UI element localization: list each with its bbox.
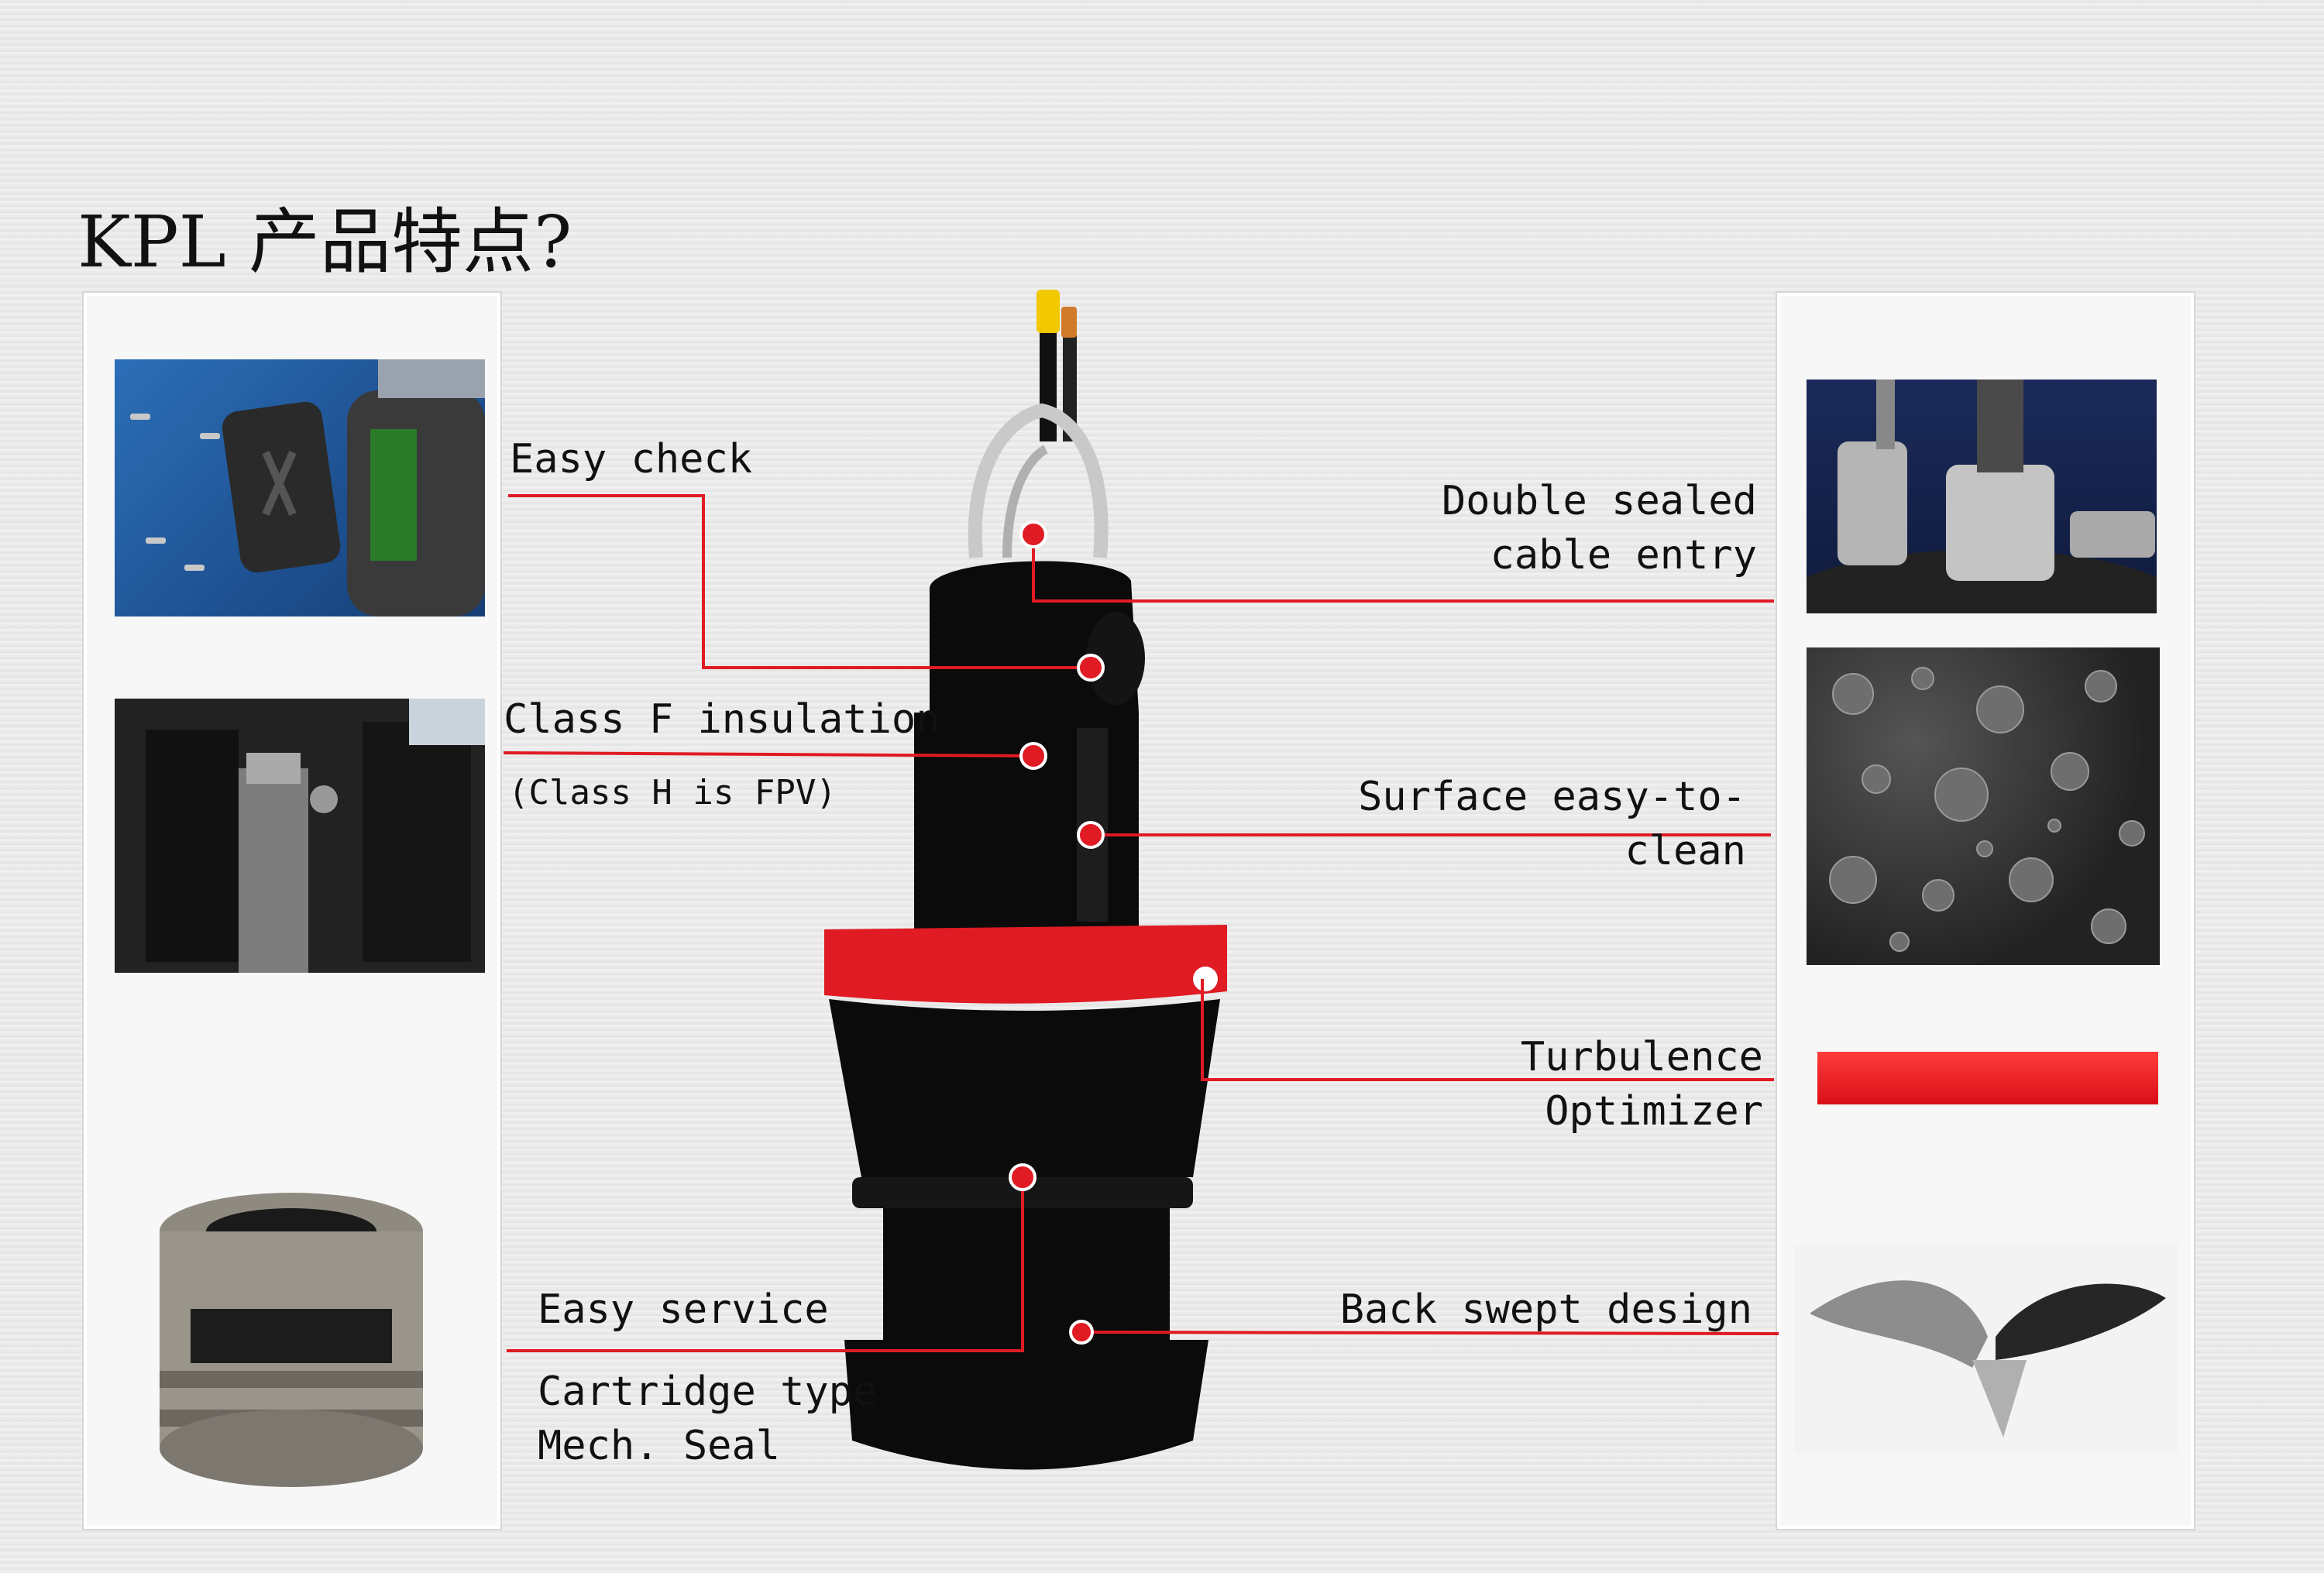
easy-check-label: Easy check	[510, 436, 753, 483]
callout-lines	[503, 494, 1779, 1352]
turbulence-line1: Turbulence	[1520, 1034, 1763, 1080]
surface-line2: clean	[1624, 828, 1746, 875]
cable-entry-illustration	[1807, 380, 2157, 613]
class-f-insulation-image	[115, 699, 485, 973]
callout-markers	[1009, 520, 1105, 1345]
pump-illustration	[824, 290, 1227, 1470]
back-swept-label: Back swept design	[1339, 1286, 1752, 1333]
double-sealed-line1: Double sealed	[1442, 478, 1757, 524]
class-h-note: (Class H is FPV)	[508, 773, 837, 812]
cartridge-seal-image	[144, 1177, 438, 1495]
easy-check-cover-image	[115, 359, 485, 616]
propeller-image	[1794, 1244, 2178, 1453]
surface-easy-clean-label: Surface easy-to- clean	[1358, 770, 1746, 878]
cable-entry-image	[1807, 380, 2157, 613]
turbulence-optimizer-label: Turbulence Optimizer	[1521, 1030, 1763, 1139]
page-title: KPL 产品特点?	[77, 201, 572, 283]
turbulence-optimizer-image	[1817, 1052, 2158, 1104]
cartridge-type-label: Cartridge type	[538, 1369, 878, 1415]
water-droplets-illustration	[1829, 667, 2145, 952]
surface-coating-image	[1807, 647, 2160, 965]
turbulence-line2: Optimizer	[1545, 1088, 1763, 1135]
motor-internals-illustration	[115, 699, 485, 973]
double-sealed-label: Double sealed cable entry	[1442, 474, 1757, 582]
mechanical-seal-illustration	[160, 1193, 423, 1487]
class-f-insulation-label: Class F insulation	[504, 696, 940, 743]
propeller-illustration	[1810, 1280, 2166, 1437]
double-sealed-line2: cable entry	[1490, 532, 1757, 579]
surface-line1: Surface easy-to-	[1358, 774, 1746, 820]
easy-service-label: Easy service	[538, 1286, 829, 1333]
cover-plate-illustration	[130, 359, 485, 616]
mech-seal-label: Mech. Seal	[538, 1423, 781, 1469]
